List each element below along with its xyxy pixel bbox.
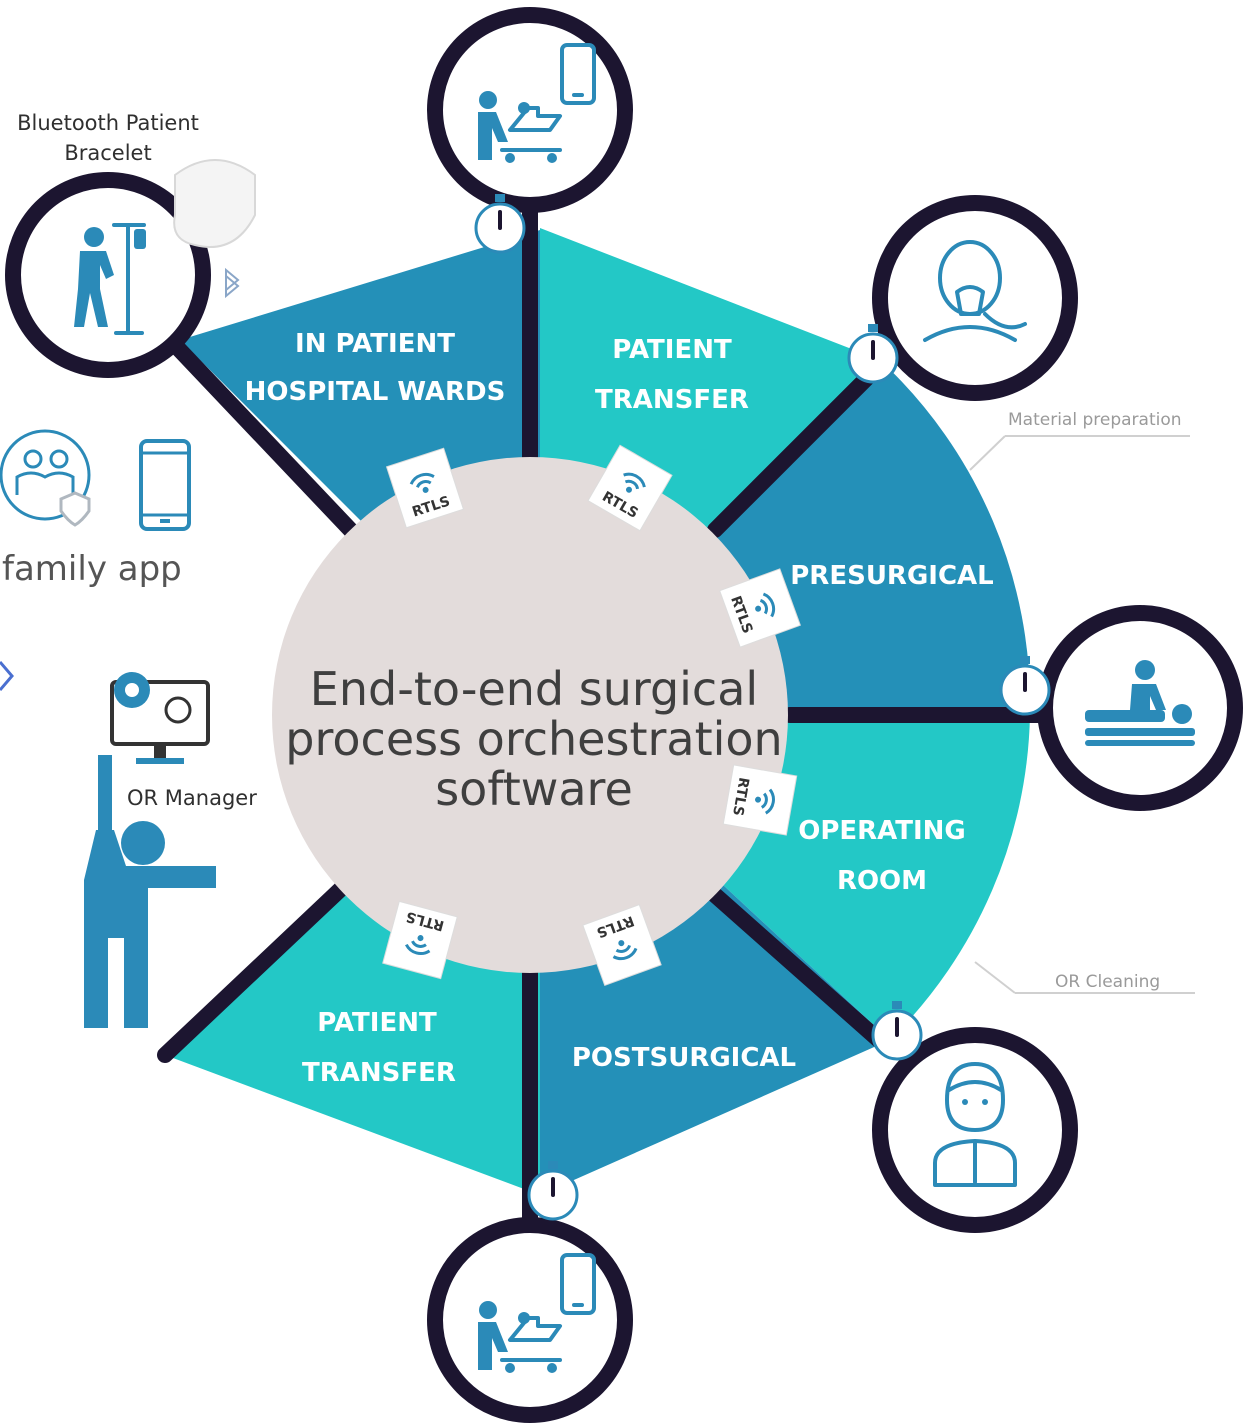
or-manager-label: OR Manager [127, 786, 257, 810]
computer-gear-icon [110, 672, 210, 764]
spoke-lower-right [707, 887, 898, 1058]
label-transfer-top-line-1: PATIENT [612, 335, 732, 365]
stopwatch-icon [999, 656, 1051, 716]
material-preparation-label: Material preparation [1008, 410, 1182, 430]
rtls-tag: RTLS [582, 904, 662, 986]
bluetooth-bracelet: Bluetooth Patient Bracelet [17, 111, 256, 299]
spoke-lower-left [157, 877, 353, 1063]
smartphone-icon [139, 439, 191, 531]
rtls-text: RTLS [729, 776, 751, 817]
rtls-tags: RTLS RTLS RTLS RTLS RTLS [382, 444, 801, 986]
or-cleaning-label: OR Cleaning [1055, 972, 1160, 992]
stopwatch-icon [474, 194, 526, 254]
family-shield-icon [0, 429, 91, 527]
segment-labels: IN PATIENT HOSPITAL WARDS PATIENT TRANSF… [245, 329, 994, 1088]
bracelet-label-line-2: Bracelet [64, 141, 151, 165]
manager-person-icon [84, 755, 216, 1028]
label-transfer-top-line-2: TRANSFER [595, 385, 749, 415]
label-in-patient-line-1: IN PATIENT [295, 329, 455, 359]
patient-on-table-icon [1085, 660, 1195, 746]
side-notes: Material preparation OR Cleaning [969, 410, 1195, 994]
family-app: family app [0, 429, 191, 691]
or-manager: OR Manager [84, 672, 257, 1028]
chevron-right-icon [0, 661, 14, 691]
center-title-line-2: process orchestration [285, 712, 782, 766]
bluetooth-icon [225, 267, 240, 299]
center-title-line-3: software [435, 762, 633, 816]
rtls-tag: RTLS [719, 568, 801, 648]
rtls-tag: RTLS [587, 444, 673, 532]
patient-transfer-phone-icon [478, 1253, 596, 1373]
center-title-line-1: End-to-end surgical [310, 662, 758, 716]
label-operating-room-line-2: ROOM [837, 866, 927, 896]
stopwatch-icon [871, 1001, 923, 1061]
anesthesia-mask-icon [923, 240, 1027, 342]
patient-with-iv-icon [74, 223, 146, 335]
spoke-upper-right [707, 357, 888, 538]
stopwatch-icon [847, 324, 899, 384]
bracelet-label-line-1: Bluetooth Patient [17, 111, 199, 135]
patient-transfer-phone-icon [478, 43, 596, 163]
timers [474, 194, 1051, 1221]
label-transfer-bottom-line-1: PATIENT [317, 1008, 437, 1038]
nurse-icon [933, 1062, 1017, 1187]
label-operating-room-line-1: OPERATING [798, 816, 966, 846]
label-in-patient-line-2: HOSPITAL WARDS [245, 377, 506, 407]
outer-circle-upper-right [872, 195, 1078, 401]
label-postsurgical: POSTSURGICAL [572, 1043, 796, 1073]
spoke-upper-left [167, 337, 368, 548]
center-circle [272, 457, 788, 973]
rtls-tag: RTLS [722, 764, 798, 836]
rtls-tag: RTLS [382, 900, 458, 980]
stopwatch-icon [527, 1161, 579, 1221]
bracelet-icon [173, 159, 256, 248]
label-transfer-bottom-line-2: TRANSFER [302, 1058, 456, 1088]
label-presurgical: PRESURGICAL [790, 561, 993, 591]
family-app-label: family app [2, 549, 182, 589]
